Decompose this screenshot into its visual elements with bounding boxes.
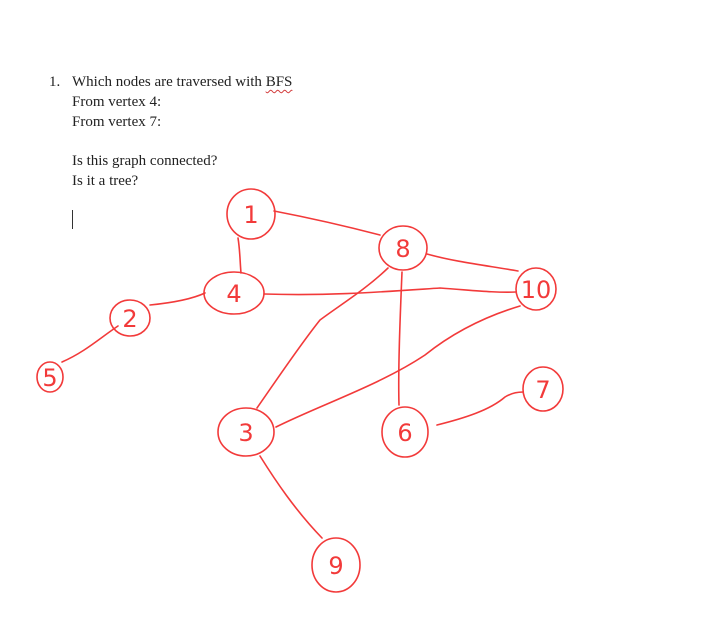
node-circle — [378, 225, 428, 271]
node-circle — [515, 267, 557, 311]
question-number: 1. — [49, 74, 61, 90]
node-8: 8 — [378, 225, 428, 271]
graph-edges — [61, 210, 524, 539]
from-vertex-7-line: From vertex 7: — [72, 114, 162, 130]
node-circle — [109, 299, 151, 337]
node-6: 6 — [381, 406, 429, 458]
document-text: 1. Which nodes are traversed with BFS Fr… — [0, 0, 702, 229]
node-circle — [311, 537, 361, 593]
question-prompt-prefix: Which nodes are traversed with — [72, 74, 266, 90]
edge-3-9 — [259, 455, 323, 539]
node-label: 6 — [397, 419, 412, 447]
node-label: 2 — [122, 305, 137, 333]
node-label: 8 — [395, 235, 410, 263]
edge-10-3 — [275, 305, 521, 428]
node-label: 7 — [535, 376, 550, 404]
tree-question: Is it a tree? — [72, 173, 139, 189]
node-label: 10 — [521, 276, 552, 304]
node-label: 9 — [328, 552, 343, 580]
edge-4-2 — [149, 292, 206, 306]
node-label: 5 — [42, 364, 57, 392]
question-prompt: Which nodes are traversed with BFS — [72, 73, 292, 92]
node-4: 4 — [203, 271, 265, 315]
edge-8-3 — [256, 267, 389, 409]
node-circle — [226, 188, 276, 240]
node-5: 5 — [36, 361, 64, 393]
node-label: 4 — [226, 280, 241, 308]
edge-1-8 — [273, 210, 381, 236]
text-cursor[interactable] — [72, 210, 73, 229]
connected-question: Is this graph connected? — [72, 153, 218, 169]
node-circle — [217, 407, 275, 457]
node-10: 10 — [515, 267, 557, 311]
node-circle — [522, 366, 564, 412]
edge-8-10 — [426, 253, 519, 272]
node-7: 7 — [522, 366, 564, 412]
node-3: 3 — [217, 407, 275, 457]
node-label: 3 — [238, 419, 253, 447]
edge-8-6 — [397, 271, 403, 406]
edge-1-4 — [237, 237, 242, 274]
edge-2-5 — [61, 325, 119, 363]
node-1: 1 — [226, 188, 276, 240]
node-circle — [36, 361, 64, 393]
node-circle — [203, 271, 265, 315]
node-circle — [381, 406, 429, 458]
graph-nodes: 1 8 10 4 2 5 3 6 7 9 — [36, 188, 564, 593]
from-vertex-4-line: From vertex 4: — [72, 94, 162, 110]
node-2: 2 — [109, 299, 151, 337]
node-9: 9 — [311, 537, 361, 593]
node-label: 1 — [243, 201, 258, 229]
edge-6-7 — [436, 391, 524, 426]
bfs-keyword: BFS — [265, 74, 293, 90]
edge-4-10 — [263, 287, 517, 296]
